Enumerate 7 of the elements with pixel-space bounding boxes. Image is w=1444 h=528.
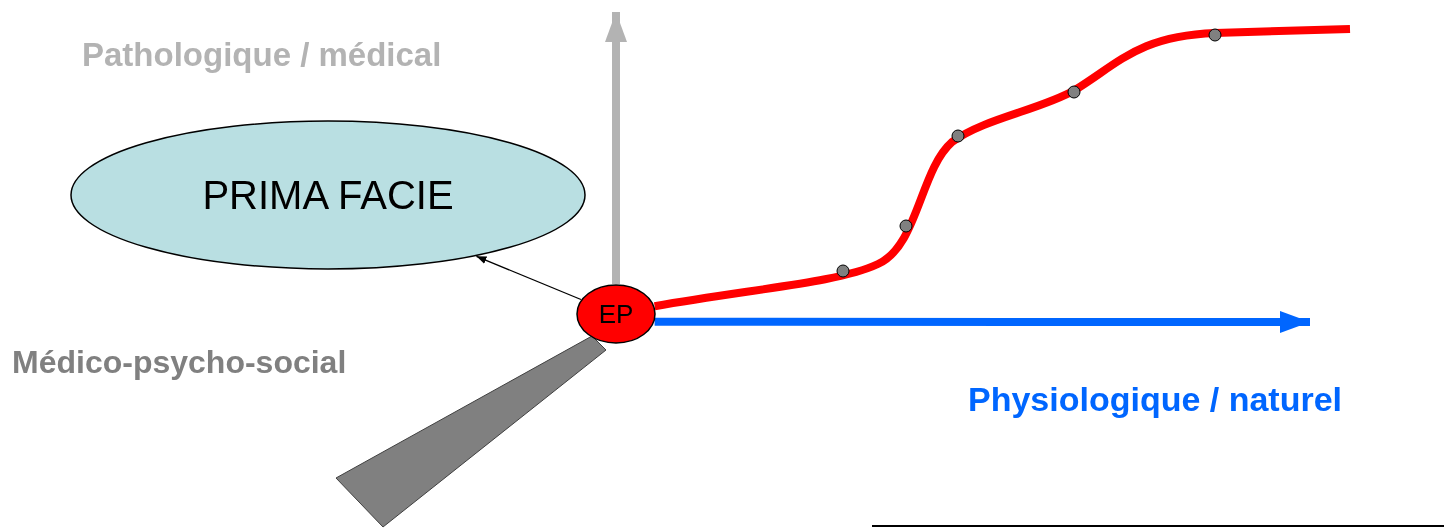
curve-line <box>653 25 1351 311</box>
axis-label: Médico-psycho-social <box>12 346 347 378</box>
arrow <box>475 255 582 301</box>
circle-node: EP <box>576 284 656 344</box>
ellipse-node: PRIMA FACIE <box>70 120 586 270</box>
axis-label: Pathologique / médical <box>82 38 442 71</box>
axis-label: Physiologique / naturel <box>968 382 1343 416</box>
